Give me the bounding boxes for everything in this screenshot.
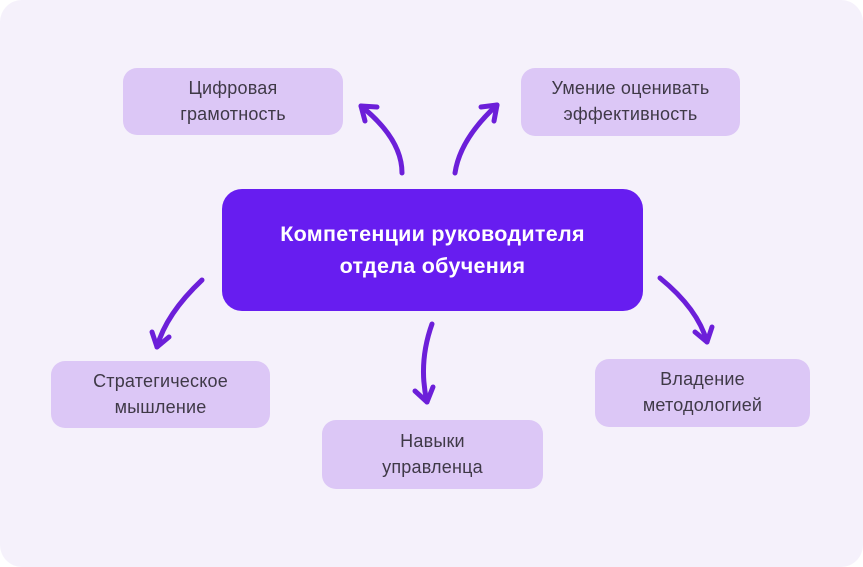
arrow-to-management-skills-icon <box>412 321 436 405</box>
node-label: Цифровая грамотность <box>180 77 286 124</box>
arrow-head <box>692 324 715 345</box>
arrow-to-digital-literacy-icon <box>358 103 405 176</box>
arrow-curve <box>657 275 710 345</box>
arrow-to-strategic-thinking-icon <box>149 277 205 350</box>
arrow-curve <box>421 321 435 405</box>
arrow-to-evaluate-effectiveness-icon <box>452 102 500 176</box>
node-methodology-mastery: Владение методологией <box>595 359 810 427</box>
center-node: Компетенции руководителя отдела обучения <box>222 189 643 311</box>
arrow-curve <box>154 277 205 350</box>
arrow-head <box>412 384 436 405</box>
arrow-curve <box>452 102 500 176</box>
arrow-to-methodology-mastery-icon <box>657 275 715 345</box>
arrow-curve <box>358 103 405 176</box>
arrow-head <box>149 329 172 350</box>
node-label: Владение методологией <box>642 369 763 415</box>
node-label: Навыки управленца <box>382 430 483 477</box>
center-node-label: Компетенции руководителя отдела обучения <box>280 221 585 278</box>
node-digital-literacy: Цифровая грамотность <box>123 68 343 135</box>
node-label: Умение оценивать эффективность <box>551 78 710 124</box>
arrow-head <box>358 103 380 124</box>
node-management-skills: Навыки управленца <box>322 420 543 489</box>
node-evaluate-effectiveness: Умение оценивать эффективность <box>521 68 740 136</box>
arrow-head <box>478 102 500 124</box>
node-strategic-thinking: Стратегическое мышление <box>51 361 270 428</box>
node-label: Стратегическое мышление <box>93 370 228 417</box>
